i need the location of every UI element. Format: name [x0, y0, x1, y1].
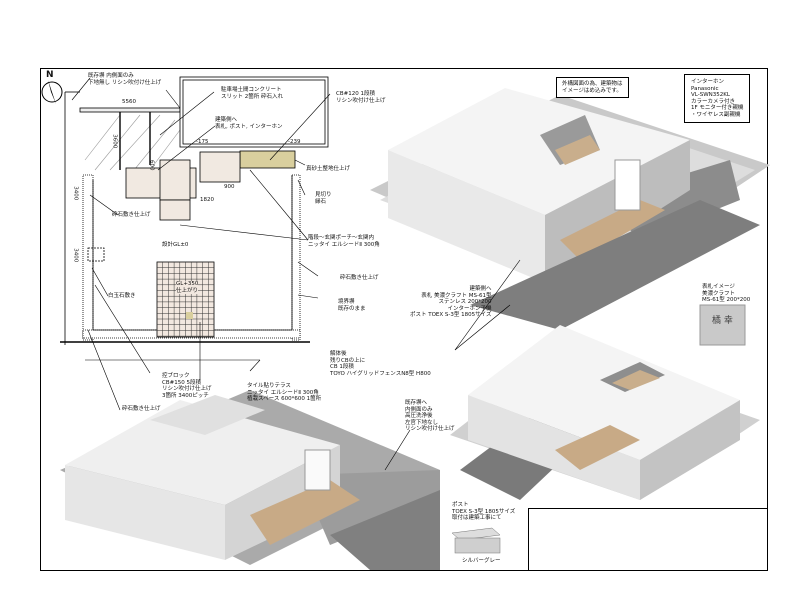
dim-minus-175: -175: [196, 139, 209, 145]
title-block: [528, 508, 768, 571]
note-gravel-bottom: 砕石敷き仕上げ: [122, 406, 161, 412]
dim-5560: 5560: [122, 99, 136, 105]
note-mikiri: 見切り 縁石: [315, 192, 332, 205]
note-cb120: CB#120 1段積 リシン吹付け仕上げ: [336, 91, 386, 104]
north-label: N: [46, 70, 54, 80]
intercom-spec-box: インターホン Panasonic VL-SWN352KL カラーカメラ付き 1F…: [684, 74, 751, 123]
dim-1820: 1820: [200, 197, 214, 203]
note-building-side: 建築側へ 表札, ポスト, インターホン: [215, 117, 283, 130]
note-stairs: 階段～玄関ポーチ～玄関内 ニッタイ エルシードⅡ 300角: [308, 235, 380, 248]
note-gravel-right: 砕石敷き仕上げ: [340, 275, 379, 281]
nameplate-text: 橘 幸: [712, 316, 733, 326]
dim-900: 900: [224, 184, 235, 190]
render-perspective-2: [60, 390, 440, 570]
note-existing-wall-2: 既存塀へ 内側面のみ 高圧洗浄後 左官下地なし リシン吹付け仕上げ: [405, 400, 455, 432]
note-demolish: 解体後 残りCBの上に CB 1段積 TOYO ハイグリッドフェンスN8型 H8…: [330, 351, 431, 377]
note-design-gl: 設計GL±0: [162, 242, 189, 248]
sheet-border: [40, 68, 768, 571]
site-plan: [60, 76, 331, 411]
dim-600: 600: [148, 160, 155, 171]
dim-239: -239: [288, 139, 301, 145]
note-post: ポスト TOEX S-3型 1805サイズ 取付は建築工事にて: [452, 502, 516, 521]
render-perspective-3: [450, 325, 760, 500]
dim-3400-b: 3400: [72, 248, 79, 263]
post-color-label: シルバーグレー: [462, 558, 501, 564]
note-boundary: 境界塀 既存のまま: [338, 299, 366, 312]
note-tile-terrace: タイル貼りテラス ニッタイ エルシードⅡ 300角 植栽スペース 600*600…: [247, 383, 322, 402]
north-arrow-icon: [41, 80, 63, 104]
note-existing-wall: 既存塀 内側面のみ 下地無し リシン吹付け仕上げ: [88, 73, 162, 86]
tile-terrace: [156, 261, 215, 338]
nameplate-image: [699, 304, 746, 346]
note-nameplate: 表札イメージ 美濃クラフト MS-61型 200*200: [702, 284, 751, 303]
render-perspective-1: [370, 88, 770, 330]
image-note-box: 外構図面の為、建築物は イメージはめ込みです。: [556, 77, 629, 98]
note-parking: 駐車場土間コンクリート スリット 2箇所 砕石入れ: [221, 87, 283, 100]
note-tamaishi: 白玉石敷き: [108, 293, 136, 299]
dim-3400-a: 3400: [72, 186, 79, 201]
note-gravel-left: 砕石敷き仕上げ: [112, 212, 151, 218]
note-masado: 真砂土整地仕上げ: [306, 166, 351, 172]
post-image: [451, 527, 501, 554]
note-terrace-level: GL+350 仕上がり: [176, 281, 199, 294]
note-to-building: 建築側へ 表札 美濃クラフト MS-61型 ステンレス 200*200 インター…: [410, 286, 492, 318]
dim-3600: 3600: [111, 134, 118, 149]
note-retaining: 控ブロック CB#150 5段積 リシン吹付け仕上げ 3箇所 3400ピッチ: [162, 373, 212, 399]
